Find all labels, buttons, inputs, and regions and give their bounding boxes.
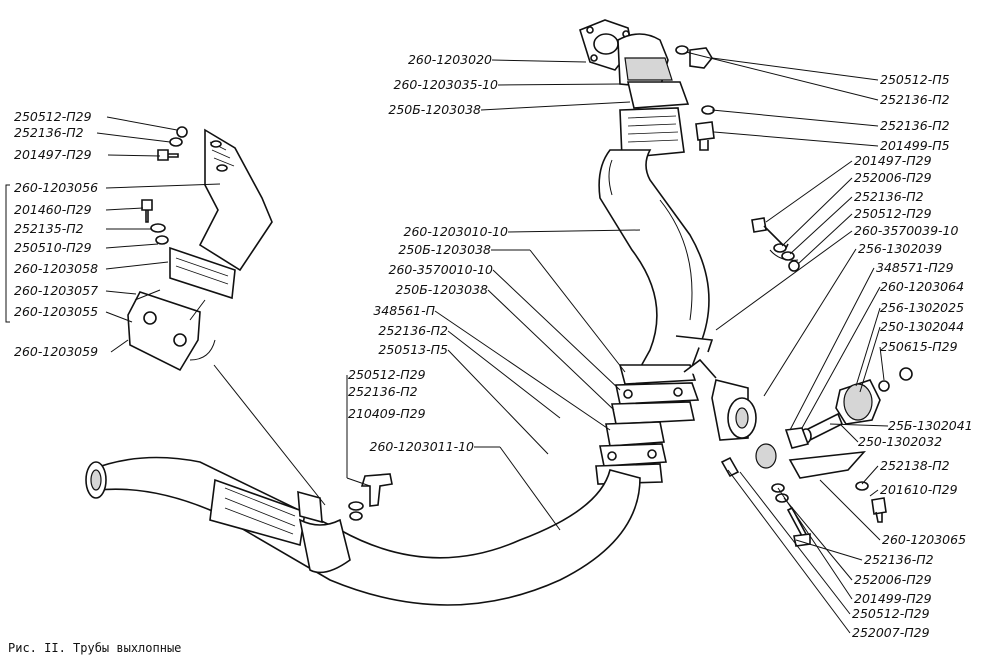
label-260-1203065: 260-1203065 bbox=[882, 532, 966, 547]
label-260-1203010-10: 260-1203010-10 bbox=[404, 224, 509, 239]
label-250513-p5: 250513-П5 bbox=[378, 342, 448, 357]
label-25b-1302041: 25Б-1302041 bbox=[888, 418, 973, 433]
label-201499-p5: 201499-П5 bbox=[880, 138, 950, 153]
label-250615-p29: 250615-П29 bbox=[880, 339, 958, 354]
label-260-3570039-10: 260-3570039-10 bbox=[854, 223, 959, 238]
label-252006-p29-right: 252006-П29 bbox=[854, 170, 932, 185]
label-250510-p29: 250510-П29 bbox=[14, 240, 92, 255]
label-250-1302044: 250-1302044 bbox=[880, 319, 964, 334]
label-252007-p29: 252007-П29 bbox=[852, 625, 930, 640]
label-252136-p2-lower: 252136-П2 bbox=[348, 384, 418, 399]
part-labels: 250512-П29 252136-П2 201497-П29 260-1203… bbox=[14, 52, 973, 640]
front-exhaust-pipe bbox=[579, 19, 710, 373]
label-256-1302025: 256-1302025 bbox=[880, 300, 964, 315]
leader-lines bbox=[5, 51, 889, 634]
label-252136-p2-bottom: 252136-П2 bbox=[864, 552, 934, 567]
label-201460-p29: 201460-П29 bbox=[14, 202, 92, 217]
label-250512-p29-bottom: 250512-П29 bbox=[852, 606, 930, 621]
label-260-3570010-10: 260-3570010-10 bbox=[389, 262, 494, 277]
label-250b-1203038-top: 250Б-1203038 bbox=[388, 102, 481, 117]
label-250-1302032: 250-1302032 bbox=[858, 434, 942, 449]
label-252006-p29-bottom: 252006-П29 bbox=[854, 572, 932, 587]
left-bracket-assembly bbox=[127, 126, 273, 372]
label-250512-p29-mid: 250512-П29 bbox=[348, 367, 426, 382]
label-252136-p2-right: 252136-П2 bbox=[854, 189, 924, 204]
label-201497-p29: 201497-П29 bbox=[14, 147, 92, 162]
label-256-1302039: 256-1302039 bbox=[858, 241, 942, 256]
label-260-1203056: 260-1203056 bbox=[14, 180, 98, 195]
label-252136-p2: 252136-П2 bbox=[14, 125, 84, 140]
rear-exhaust-pipe bbox=[85, 456, 641, 606]
label-260-1203057: 260-1203057 bbox=[14, 283, 98, 298]
label-252136-p2-top-b: 252136-П2 bbox=[880, 118, 950, 133]
label-250b-1203038-mid-b: 250Б-1203038 bbox=[395, 282, 488, 297]
label-250b-1203038-mid-a: 250Б-1203038 bbox=[398, 242, 491, 257]
label-260-1203020: 260-1203020 bbox=[408, 52, 492, 67]
label-260-1203064: 260-1203064 bbox=[880, 279, 964, 294]
label-252136-p2-mid: 252136-П2 bbox=[378, 323, 448, 338]
label-260-1203035-10: 260-1203035-10 bbox=[394, 77, 499, 92]
label-252138-p2: 252138-П2 bbox=[880, 458, 950, 473]
label-201610-p29: 201610-П29 bbox=[880, 482, 958, 497]
label-250512-p5: 250512-П5 bbox=[880, 72, 950, 87]
label-260-1203058: 260-1203058 bbox=[14, 261, 98, 276]
label-252135-p2: 252135-П2 bbox=[14, 221, 84, 236]
label-260-1203055: 260-1203055 bbox=[14, 304, 98, 319]
label-201499-p29: 201499-П29 bbox=[854, 591, 932, 606]
label-210409-p29: 210409-П29 bbox=[348, 406, 426, 421]
label-260-1203011-10: 260-1203011-10 bbox=[370, 439, 475, 454]
label-250512-p29: 250512-П29 bbox=[14, 109, 92, 124]
right-hardware-group bbox=[675, 45, 913, 547]
label-348561-p: 348561-П bbox=[373, 303, 435, 318]
label-260-1203059: 260-1203059 bbox=[14, 344, 98, 359]
label-201497-p29-right: 201497-П29 bbox=[854, 153, 932, 168]
label-252136-p2-top-a: 252136-П2 bbox=[880, 92, 950, 107]
label-250512-p29-right: 250512-П29 bbox=[854, 206, 932, 221]
label-348571-p29: 348571-П29 bbox=[876, 260, 954, 275]
figure-caption: Рис. II. Трубы выхлопные bbox=[8, 641, 182, 655]
